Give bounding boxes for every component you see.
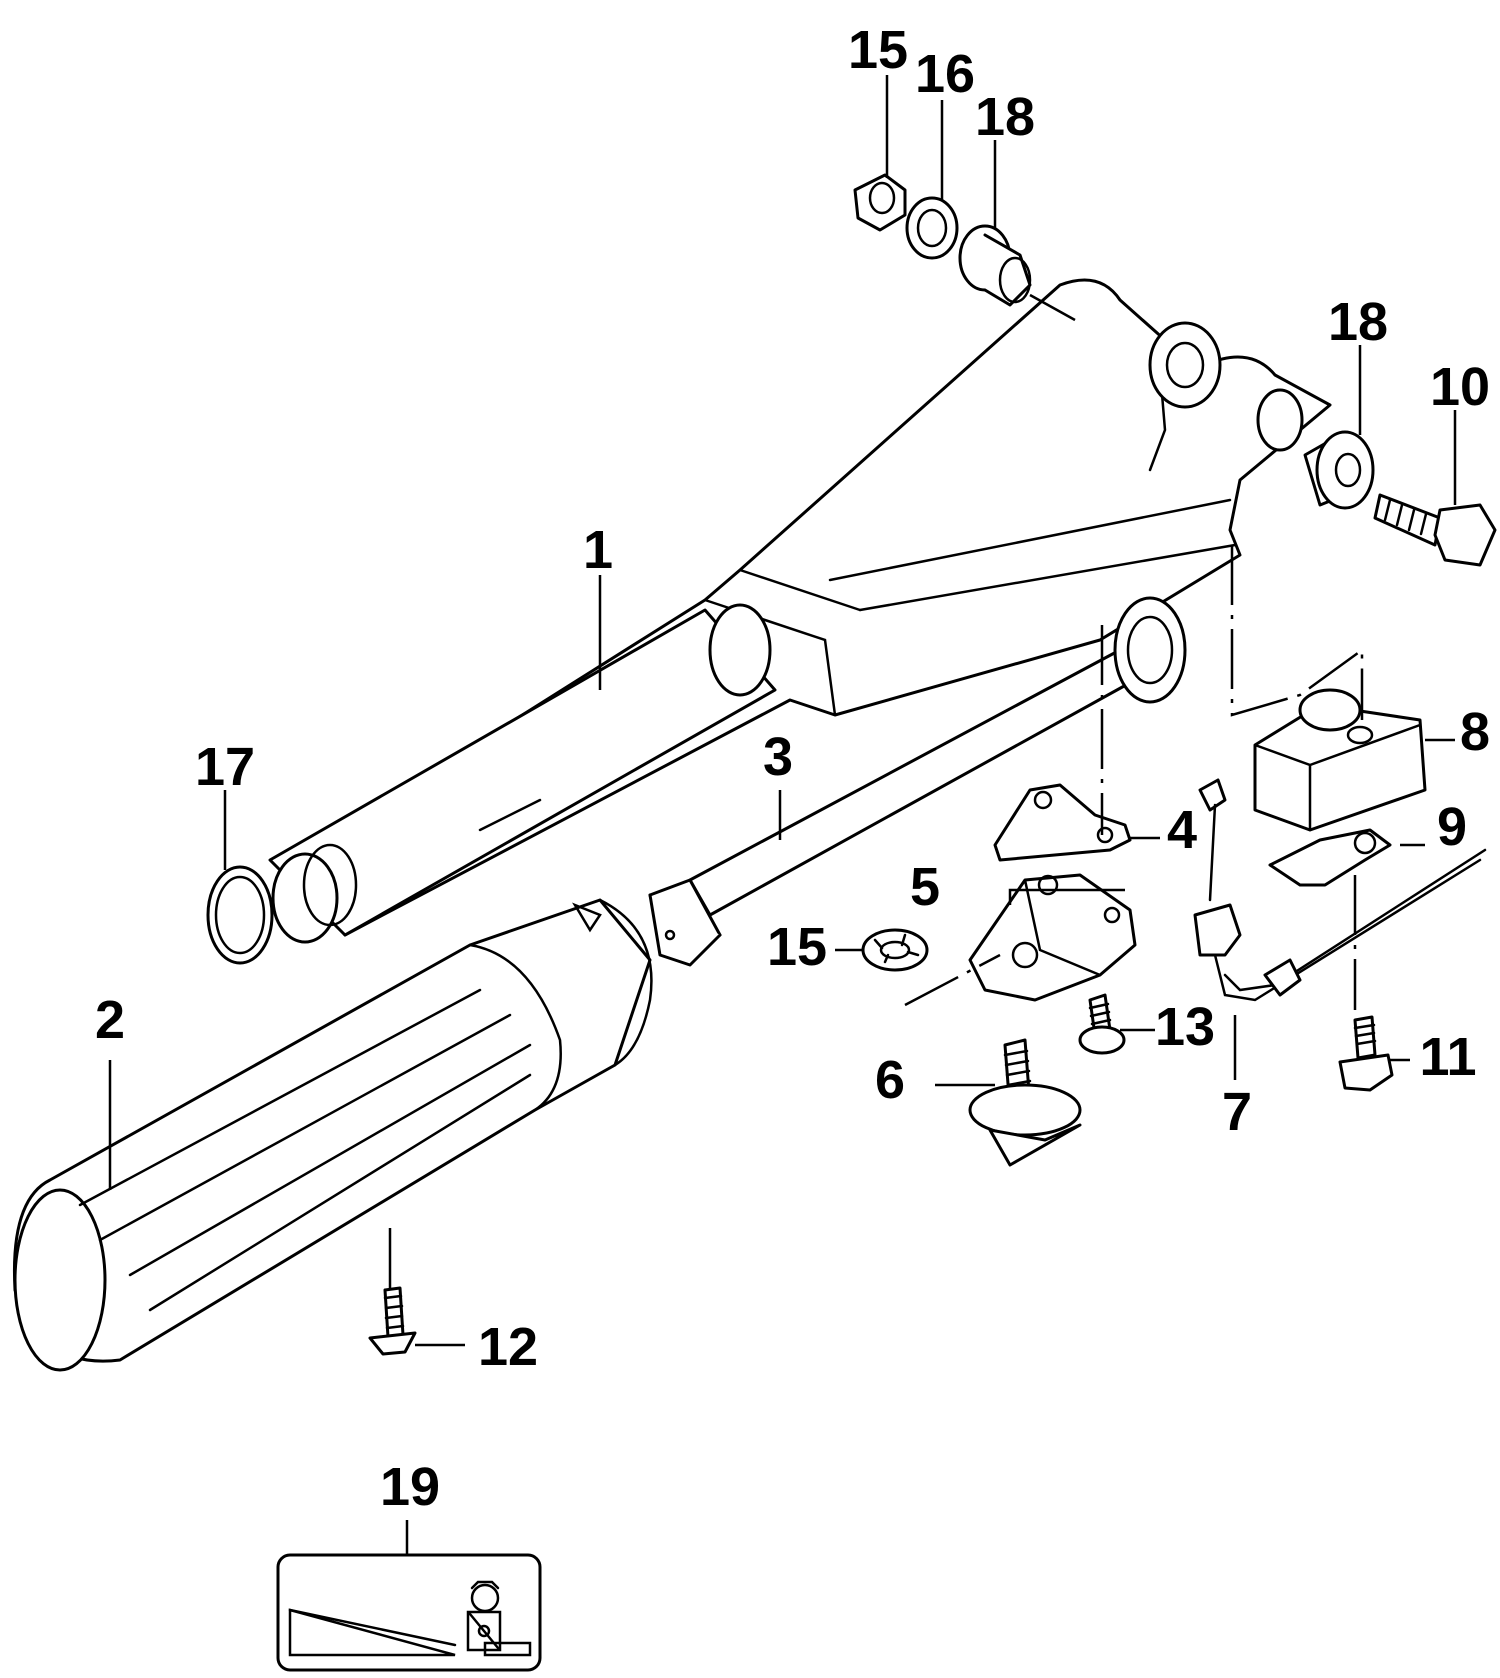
part-7-cable: [1193, 778, 1487, 1002]
part-17-o-ring: [206, 865, 274, 965]
part-1-shaft-tube: [268, 603, 777, 944]
part-4-plate: [993, 783, 1132, 862]
callout-18-right: 18: [1328, 292, 1388, 352]
leader-lines: [108, 75, 1457, 1555]
callout-6: 6: [875, 1050, 905, 1110]
part-10-bolt: [1373, 493, 1497, 567]
part-9-clip: [1268, 828, 1392, 887]
part-13-screw: [1078, 993, 1126, 1055]
part-8-bracket: [1253, 688, 1427, 832]
part-2-throttle-grip: [12, 898, 653, 1372]
assembly-lines: [904, 293, 1364, 1010]
callout-19: 19: [380, 1457, 440, 1517]
callout-2: 2: [95, 990, 125, 1050]
callout-11: 11: [1419, 1027, 1476, 1087]
part-12-screw: [368, 1286, 417, 1356]
callout-3: 3: [763, 727, 793, 787]
part-18-collar-right: [1303, 430, 1375, 510]
callout-1: 1: [583, 520, 613, 580]
callout-10: 10: [1430, 357, 1490, 417]
callout-17: 17: [195, 737, 255, 797]
part-14-nut: [853, 173, 907, 232]
callout-labels: 15 16 18 18 10 1 17 3 4 5 15 9 8 13 11 6…: [95, 20, 1490, 1517]
part-11-flange-bolt: [1338, 1015, 1394, 1092]
part-16-washer: [905, 196, 959, 260]
part-6-stopper: [968, 1038, 1082, 1167]
callout-18-top: 18: [975, 87, 1035, 147]
part-18-collar-top: [958, 224, 1032, 307]
part-3-throttle-rod: [648, 596, 1187, 967]
callout-7: 7: [1222, 1082, 1252, 1142]
callout-12: 12: [478, 1317, 538, 1377]
callout-15: 15: [767, 917, 827, 977]
callout-13: 13: [1155, 997, 1215, 1057]
callout-16: 16: [915, 44, 975, 104]
callout-4: 4: [1167, 800, 1197, 860]
callout-5: 5: [910, 857, 940, 917]
part-15-lock-washer: [861, 928, 929, 972]
throttle-indicator-icon: [466, 1610, 502, 1652]
callout-9: 9: [1437, 797, 1467, 857]
part-19-decal: [276, 1553, 542, 1672]
part-5-block: [968, 873, 1137, 1002]
callout-14: 15: [848, 20, 908, 80]
callout-8: 8: [1460, 702, 1490, 762]
